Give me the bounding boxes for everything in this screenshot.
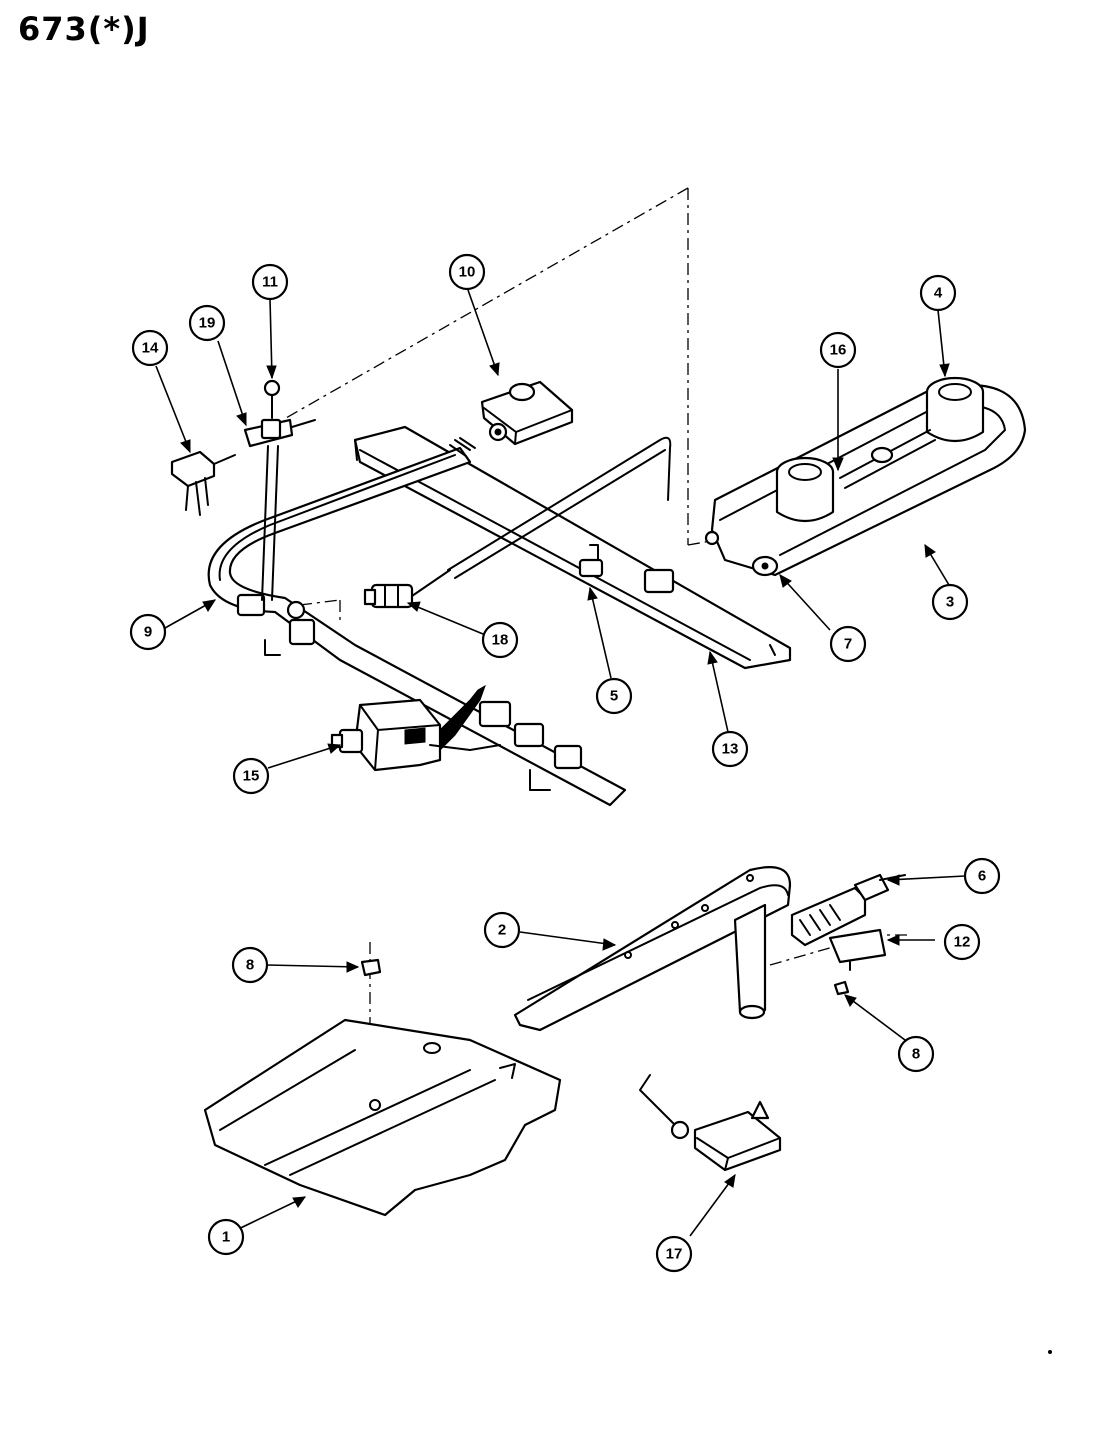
svg-text:1: 1	[222, 1229, 230, 1246]
callout-2: 2	[483, 911, 521, 949]
stray-dot	[1048, 1350, 1052, 1354]
svg-text:3: 3	[946, 594, 954, 611]
callout-12: 12	[943, 923, 981, 961]
callout-13: 13	[711, 730, 749, 768]
svg-text:7: 7	[844, 636, 852, 653]
orifice-fitting	[363, 569, 451, 609]
svg-text:13: 13	[722, 741, 739, 758]
callout-14: 14	[131, 329, 169, 367]
callout-1: 1	[207, 1218, 245, 1256]
svg-text:10: 10	[459, 264, 476, 281]
svg-text:17: 17	[666, 1246, 683, 1263]
callout-6: 6	[963, 857, 1001, 895]
svg-text:8: 8	[912, 1046, 920, 1063]
callout-19: 19	[188, 304, 226, 342]
svg-text:14: 14	[142, 340, 159, 357]
svg-text:2: 2	[498, 922, 506, 939]
callout-4: 4	[919, 274, 957, 312]
callout-5: 5	[595, 677, 633, 715]
svg-text:18: 18	[492, 632, 509, 649]
callout-16: 16	[819, 331, 857, 369]
callout-10: 10	[448, 253, 486, 291]
pressure-regulator	[480, 380, 574, 446]
svg-text:19: 19	[199, 315, 216, 332]
broiler-valve	[639, 1074, 782, 1172]
burner-baffle	[203, 1018, 562, 1217]
svg-text:16: 16	[830, 342, 847, 359]
callout-8-right: 8	[897, 1035, 935, 1073]
top-burner-assembly	[704, 376, 1027, 577]
oven-burner	[513, 866, 792, 1032]
page-title: 673(*)J	[18, 10, 150, 48]
callout-11: 11	[251, 263, 289, 301]
svg-text:11: 11	[262, 274, 278, 291]
callout-8-left: 8	[231, 946, 269, 984]
oven-ignitor	[790, 873, 906, 996]
svg-text:5: 5	[610, 688, 618, 705]
clip-left	[360, 958, 382, 977]
svg-text:8: 8	[246, 957, 254, 974]
svg-text:9: 9	[144, 624, 152, 641]
callout-9: 9	[129, 613, 167, 651]
callout-18: 18	[481, 621, 519, 659]
svg-text:12: 12	[954, 934, 971, 951]
safety-valve	[243, 379, 316, 601]
leader-lines	[155, 289, 966, 1237]
gas-manifold-tube	[207, 437, 627, 807]
oven-gas-valve	[330, 684, 501, 772]
ignitor-switch	[170, 450, 236, 516]
svg-text:4: 4	[934, 285, 943, 302]
callout-7: 7	[829, 625, 867, 663]
svg-text:6: 6	[978, 868, 986, 885]
burner-rail-bracket	[353, 425, 792, 670]
callout-3: 3	[931, 583, 969, 621]
callout-15: 15	[232, 757, 270, 795]
callout-17: 17	[655, 1235, 693, 1273]
svg-text:15: 15	[243, 768, 260, 785]
thermostat-capillary	[447, 436, 675, 594]
